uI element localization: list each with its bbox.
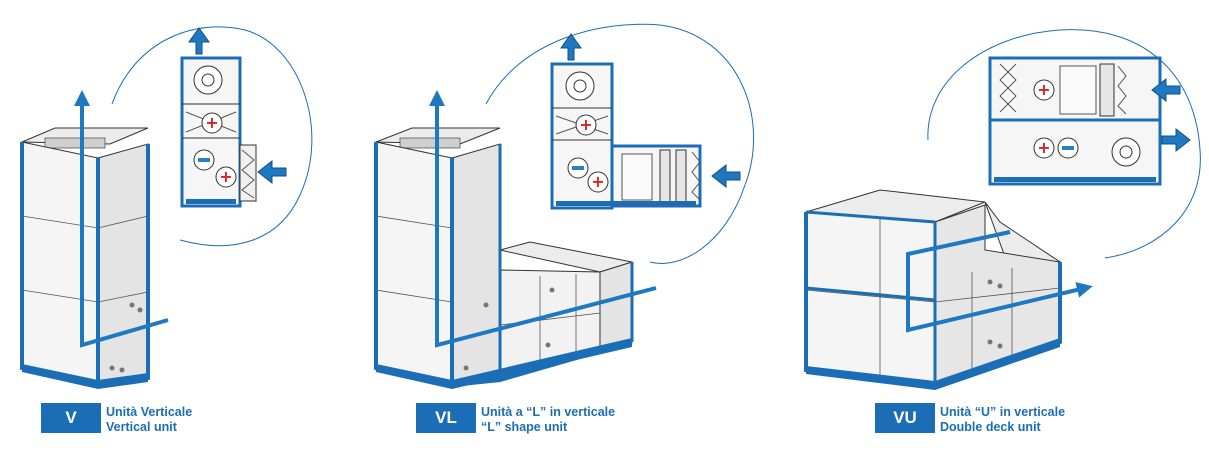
heating-coil-plus-icon [1033, 79, 1055, 101]
unit-vl-code-badge: VL [416, 403, 476, 433]
unit-vl-cabinet [374, 127, 634, 389]
unit-v-label-it: Unità Verticale [106, 405, 193, 419]
unit-v-caption: Unità Verticale Vertical unit [106, 405, 192, 435]
unit-vu-flow-arrow-icon [906, 230, 1093, 333]
unit-v-code-badge: V [41, 403, 101, 433]
unit-vl-caption: Unità a “L” in verticale “L” shape unit [481, 405, 615, 435]
filter-icon [1099, 63, 1115, 117]
unit-vl-flow-arrow-icon [429, 90, 657, 348]
unit-vu-label-en: Double deck unit [940, 420, 1041, 434]
unit-v-label-en: Vertical unit [106, 420, 177, 434]
heating-coil-plus-icon [575, 114, 597, 136]
fan-icon [1111, 137, 1141, 167]
unit-vu-label-it: Unità “U” in verticale [940, 405, 1066, 419]
filter-icon [659, 149, 671, 203]
unit-vu-detail-bubble [927, 29, 1201, 259]
svg-text:+: + [1037, 138, 1050, 157]
airflow-out-arrow-icon [1161, 127, 1191, 153]
unit-v-group: + + [20, 26, 313, 389]
unit-vu-code-badge: VU [875, 403, 935, 433]
unit-v-cabinet [20, 127, 150, 389]
unit-vl-detail-bubble [485, 23, 755, 264]
unit-vl-label-it: Unità a “L” in verticale [481, 405, 616, 419]
filter-icon [239, 144, 257, 202]
airflow-out-arrow-icon [188, 27, 210, 55]
unit-v-section-detail: + + [180, 56, 257, 208]
svg-text:+: + [205, 113, 218, 132]
airflow-in-arrow-icon [711, 163, 741, 189]
unit-vu-cabinet [804, 189, 1062, 390]
svg-text:+: + [219, 167, 232, 186]
svg-text:+: + [591, 172, 604, 191]
airflow-in-arrow-icon [257, 159, 287, 185]
svg-text:+: + [579, 115, 592, 134]
airflow-in-arrow-icon [1151, 77, 1181, 103]
unit-vl-group: + + [374, 23, 755, 389]
unit-v-detail-bubble [111, 26, 313, 247]
fan-icon [565, 71, 595, 101]
unit-vu-caption: Unità “U” in verticale Double deck unit [940, 405, 1065, 435]
svg-text:+: + [1037, 80, 1050, 99]
unit-vl-section-detail: + + [550, 62, 702, 210]
unit-vu-section-detail: + + [988, 56, 1162, 186]
heating-coil-plus-icon [201, 112, 223, 134]
unit-v-flow-arrow-icon [74, 90, 169, 348]
unit-vl-label-en: “L” shape unit [481, 420, 568, 434]
unit-vu-group: + + [804, 29, 1201, 390]
airflow-out-arrow-icon [560, 33, 582, 61]
fan-icon [193, 65, 223, 95]
